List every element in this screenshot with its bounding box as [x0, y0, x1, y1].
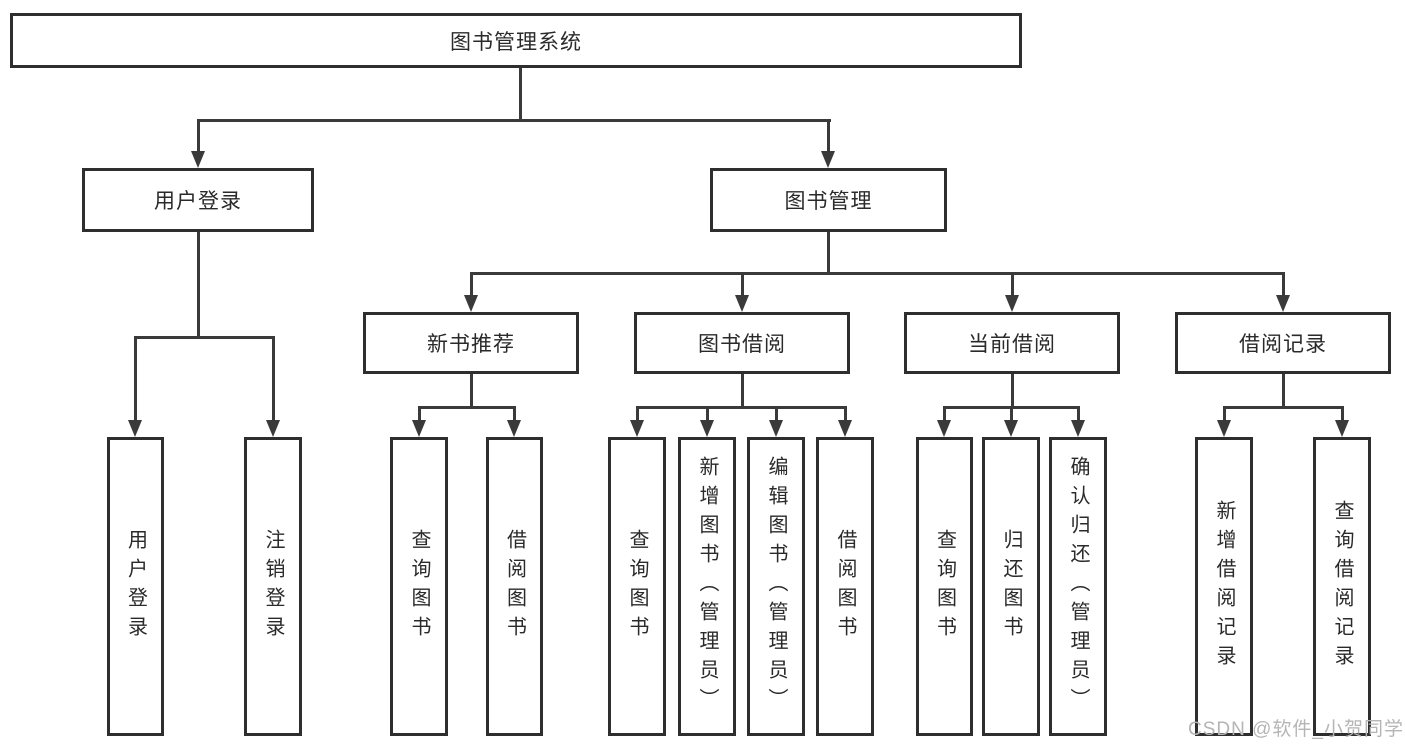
node-borrow-records: 借阅记录 — [1175, 312, 1391, 374]
connector-user-login-stub — [197, 232, 200, 336]
arrow-down-icon — [266, 420, 280, 437]
arrow-down-icon — [821, 151, 835, 168]
node-label: 借阅记录 — [1239, 333, 1327, 356]
node-label: 图书管理 — [784, 190, 873, 213]
node-label: 注销登录 — [262, 528, 284, 645]
connector-arrow-shaft — [827, 119, 830, 153]
arrow-down-icon — [1335, 420, 1349, 437]
connector-book-borrow-branch — [636, 406, 847, 409]
connector-arrow-shaft — [470, 272, 473, 297]
node-label: 确认归还（管理员） — [1067, 456, 1089, 717]
leaf-query-borrow-record: 查询借阅记录 — [1313, 437, 1371, 736]
node-label: 查询图书 — [626, 528, 648, 645]
arrow-down-icon — [1276, 295, 1290, 312]
leaf-add-borrow-record: 新增借阅记录 — [1195, 437, 1253, 736]
connector-root-stub — [519, 68, 522, 119]
node-label: 查询图书 — [408, 528, 430, 645]
arrow-down-icon — [630, 420, 644, 437]
connector-arrow-shaft — [706, 406, 709, 422]
connector-arrow-shaft — [197, 119, 200, 153]
node-label: 新增图书（管理员） — [696, 456, 718, 717]
connector-book-management-stub — [827, 232, 830, 272]
node-label: 归还图书 — [1000, 528, 1022, 645]
connector-book-borrow-stub — [741, 374, 744, 406]
node-library-management-system: 图书管理系统 — [10, 13, 1022, 68]
arrow-down-icon — [412, 420, 426, 437]
node-label: 编辑图书（管理员） — [765, 456, 787, 717]
arrow-down-icon — [1217, 420, 1231, 437]
arrow-down-icon — [1004, 420, 1018, 437]
arrow-down-icon — [769, 420, 783, 437]
leaf-query-books-current: 查询图书 — [916, 437, 973, 736]
connector-arrow-shaft — [636, 406, 639, 422]
connector-arrow-shaft — [775, 406, 778, 422]
connector-arrow-shaft — [1282, 272, 1285, 297]
node-label: 新增借阅记录 — [1213, 499, 1235, 674]
node-new-book-recommend: 新书推荐 — [363, 312, 579, 374]
leaf-add-book-admin: 新增图书（管理员） — [678, 437, 736, 736]
connector-arrow-shaft — [134, 336, 137, 421]
arrow-down-icon — [838, 420, 852, 437]
node-label: 图书借阅 — [698, 333, 786, 356]
node-label: 借阅图书 — [834, 528, 856, 645]
leaf-query-books-recommend: 查询图书 — [390, 437, 448, 736]
leaf-return-book: 归还图书 — [982, 437, 1040, 736]
connector-arrow-shaft — [513, 406, 516, 422]
arrow-down-icon — [700, 420, 714, 437]
leaf-borrow-books: 借阅图书 — [816, 437, 874, 736]
connector-arrow-shaft — [844, 406, 847, 422]
connector-arrow-shaft — [741, 272, 744, 297]
leaf-edit-book-admin: 编辑图书（管理员） — [747, 437, 805, 736]
connector-root-branch — [197, 119, 831, 122]
connector-borrow-records-stub — [1282, 374, 1285, 406]
node-book-borrow: 图书借阅 — [634, 312, 850, 374]
leaf-confirm-return-admin: 确认归还（管理员） — [1049, 437, 1107, 736]
connector-arrow-shaft — [418, 406, 421, 422]
connector-user-login-branch — [134, 336, 275, 339]
connector-arrow-shaft — [1077, 406, 1080, 422]
arrow-down-icon — [507, 420, 521, 437]
connector-new-book-stub — [470, 374, 473, 406]
node-label: 查询图书 — [933, 528, 956, 645]
arrow-down-icon — [735, 295, 749, 312]
arrow-down-icon — [1071, 420, 1085, 437]
arrow-down-icon — [1005, 295, 1019, 312]
connector-arrow-shaft — [943, 406, 946, 422]
arrow-down-icon — [191, 151, 205, 168]
connector-arrow-shaft — [1223, 406, 1226, 422]
connector-arrow-shaft — [1010, 406, 1013, 422]
node-label: 查询借阅记录 — [1331, 499, 1353, 674]
connector-new-book-branch — [418, 406, 516, 409]
connector-book-management-branch — [470, 272, 1285, 275]
node-current-borrow: 当前借阅 — [904, 312, 1120, 374]
leaf-query-books-borrow: 查询图书 — [608, 437, 666, 736]
node-label: 图书管理系统 — [450, 30, 582, 54]
leaf-user-login: 用户登录 — [107, 437, 164, 736]
connector-borrow-records-branch — [1223, 406, 1344, 409]
connector-current-borrow-stub — [1011, 374, 1014, 406]
connector-arrow-shaft — [272, 336, 275, 421]
csdn-watermark: CSDN @软件_小贺同学 — [1188, 719, 1404, 740]
arrow-down-icon — [128, 420, 142, 437]
node-label: 用户登录 — [124, 528, 147, 645]
connector-arrow-shaft — [1011, 272, 1014, 297]
node-user-login: 用户登录 — [82, 168, 314, 232]
node-label: 用户登录 — [154, 190, 242, 213]
node-label: 当前借阅 — [968, 333, 1056, 356]
connector-arrow-shaft — [1341, 406, 1344, 422]
leaf-logout: 注销登录 — [244, 437, 302, 736]
node-label: 借阅图书 — [503, 528, 526, 645]
arrow-down-icon — [937, 420, 951, 437]
node-label: 新书推荐 — [427, 333, 515, 356]
node-book-management: 图书管理 — [710, 168, 947, 232]
leaf-borrow-books-recommend: 借阅图书 — [486, 437, 543, 736]
arrow-down-icon — [464, 295, 478, 312]
